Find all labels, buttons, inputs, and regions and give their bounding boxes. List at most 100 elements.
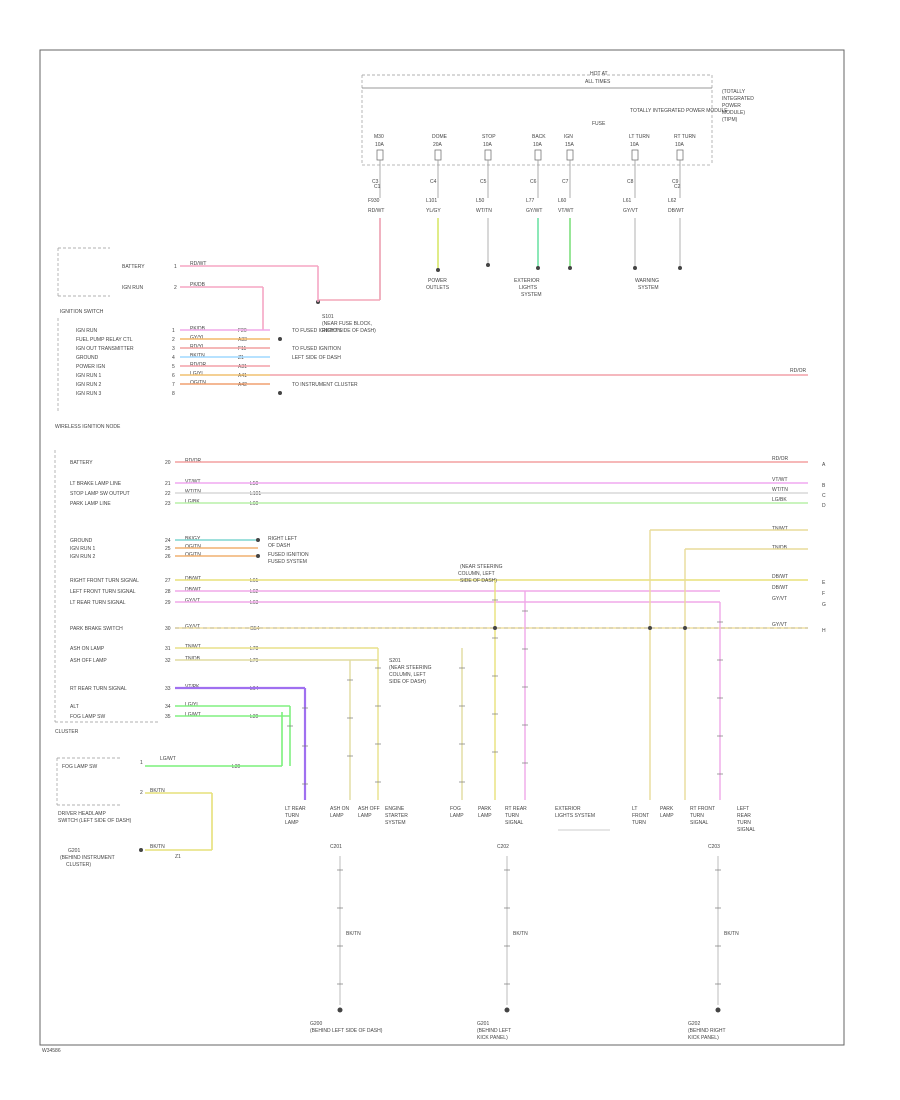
- ign-row-code: A33: [238, 337, 247, 343]
- cluster-row-label: ASH ON LAMP: [70, 646, 105, 652]
- ign-row-pin: 8: [172, 391, 175, 397]
- splice-node: [493, 626, 497, 630]
- ground-label: G202: [688, 1021, 700, 1027]
- cluster-row-pin: 23: [165, 501, 171, 507]
- cluster-row-to: B: [822, 483, 826, 489]
- cluster-row-label: GROUND: [70, 538, 93, 544]
- cluster-row-pin: 27: [165, 578, 171, 584]
- cluster-row-pin: 32: [165, 658, 171, 664]
- cluster-top-right: TN/DB: [772, 545, 788, 551]
- wire-end: [633, 266, 637, 270]
- cluster-row-pin: 35: [165, 714, 171, 720]
- ign-row-wire: LG/YL: [190, 371, 204, 377]
- ground-label: G201: [477, 1021, 489, 1027]
- cluster-row-label: PARK LAMP LINE: [70, 501, 111, 507]
- cluster-row-wire: LG/BK: [185, 499, 200, 505]
- fuse-wire-code: F930: [368, 198, 380, 204]
- fuse-label: DOME: [432, 134, 448, 140]
- cluster-row-pin: 21: [165, 481, 171, 487]
- fuse-columns: M3010AC3F930RD/WTDOME20AC4L101YL/GYSTOP1…: [316, 134, 696, 304]
- fuse-amp: 10A: [483, 142, 493, 148]
- cluster-row-wire: DB/WT: [185, 576, 201, 582]
- fuse-header-line-1: HOT AT: [590, 71, 608, 77]
- svg-text:POWER: POWER: [428, 278, 447, 284]
- fuse-pin: C7: [562, 179, 569, 185]
- cluster-row-to: E: [822, 580, 826, 586]
- switch-ground-block: BK/TN Z1 G201 (BEHIND INSTRUMENT CLUSTER…: [60, 844, 212, 868]
- cluster-row-right: LG/BK: [772, 497, 787, 503]
- svg-text:(NEAR STEERING: (NEAR STEERING: [389, 665, 432, 671]
- bottom-label: PARK: [478, 806, 492, 812]
- ign-row-pin: 2: [172, 337, 175, 343]
- fuse-wire-color: WT/TN: [476, 208, 492, 214]
- bottom-label: LAMP: [660, 813, 674, 819]
- cluster-row-label: IGN RUN 1: [70, 546, 96, 552]
- bottom-label: ASH OFF: [358, 806, 380, 812]
- cluster-row-wire: DB/WT: [185, 587, 201, 593]
- svg-text:COLUMN, LEFT: COLUMN, LEFT: [458, 571, 495, 577]
- cluster-row-wire: WT/TN: [185, 489, 201, 495]
- fuse-amp: 10A: [533, 142, 543, 148]
- cluster-row-code: G54: [250, 626, 260, 632]
- fuse-amp: 10A: [675, 142, 685, 148]
- branch-label-warning-system: WARNING SYSTEM: [635, 278, 659, 291]
- fuse-amp: 10A: [375, 142, 385, 148]
- bottom-label: LAMP: [478, 813, 492, 819]
- fuse-element: [631, 149, 639, 161]
- cluster-row-note: OF DASH: [268, 543, 291, 549]
- fuse-element: [566, 149, 574, 161]
- branch-label-power-outlets: POWER OUTLETS: [426, 278, 450, 291]
- ign-row-pin: 1: [172, 328, 175, 334]
- cluster-row-wire: GY/VT: [185, 598, 200, 604]
- fuse-wire-color: GY/WT: [526, 208, 542, 214]
- cluster-row-to: C: [822, 493, 826, 499]
- fuse-label: RT TURN: [674, 134, 696, 140]
- cluster-row-wire: OG/TN: [185, 544, 201, 550]
- fuse-pin: C8: [627, 179, 634, 185]
- cluster-row-note: FUSED SYSTEM: [268, 559, 307, 565]
- cluster-row-to: H: [822, 628, 826, 634]
- cluster-row-right: VT/WT: [772, 477, 788, 483]
- ign-row-note: TO FUSED IGNITION: [292, 346, 341, 352]
- svg-text:(NEAR STEERING: (NEAR STEERING: [460, 564, 503, 570]
- bottom-label: PARK: [660, 806, 674, 812]
- bottom-label: LIGHTS SYSTEM: [555, 813, 595, 819]
- ign-row-code: F11: [238, 346, 246, 352]
- ignition-switch-box: IGNITION SWITCH: [57, 247, 110, 412]
- bottom-label: RT REAR: [505, 806, 527, 812]
- fuse-element: [676, 149, 684, 161]
- ign-row-label: IGN RUN: [76, 328, 98, 334]
- cluster-row-right: GY/VT: [772, 622, 787, 628]
- splice-s201-label: S201 (NEAR STEERING COLUMN, LEFT SIDE OF…: [389, 658, 432, 685]
- ign-row-note: LEFT SIDE OF DASH: [292, 355, 341, 361]
- fuse-block-title: TOTALLY INTEGRATED POWER MODULE: [630, 108, 728, 114]
- svg-text:EXTERIOR: EXTERIOR: [514, 278, 540, 284]
- section-title-wireless-node: WIRELESS IGNITION NODE: [55, 424, 121, 430]
- svg-text:INTEGRATED: INTEGRATED: [722, 96, 754, 102]
- ign-node: [278, 337, 282, 341]
- wire-end: [568, 266, 572, 270]
- fuse-label: BACK: [532, 134, 546, 140]
- ground-label: G200: [310, 1021, 322, 1027]
- ign-row-code: A42: [238, 382, 247, 388]
- cluster-row-pin: 26: [165, 554, 171, 560]
- fuse-element: [484, 149, 492, 161]
- ign-row-wire: RD/OR: [190, 362, 207, 368]
- ign-row-wire: BK/TN: [190, 353, 205, 359]
- ign-row-pin: 7: [172, 382, 175, 388]
- ign-top-label: IGN RUN: [122, 285, 144, 291]
- cluster-row-pin: 28: [165, 589, 171, 595]
- cluster-row-code: L61: [250, 578, 259, 584]
- bottom-label: TURN: [505, 813, 519, 819]
- cluster-row-label: RIGHT FRONT TURN SIGNAL: [70, 578, 139, 584]
- splice-node: [683, 626, 687, 630]
- cluster-row-wire: TN/DB: [185, 656, 201, 662]
- bottom-label: LAMP: [358, 813, 372, 819]
- ign-row-pin: 5: [172, 364, 175, 370]
- switch-ground-wire: BK/TN: [150, 844, 165, 850]
- diagram-frame: [39, 49, 845, 1046]
- wire-end: [536, 266, 540, 270]
